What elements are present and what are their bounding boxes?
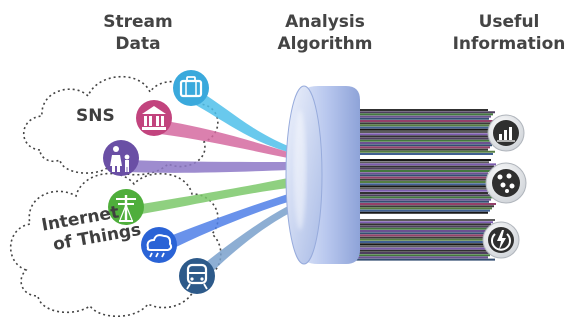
utility-pole-icon: [108, 189, 144, 225]
analysis-algorithm-heading: Analysis Algorithm: [265, 11, 385, 55]
iot-cloud: [9, 172, 222, 317]
bank-icon: [136, 100, 172, 136]
analysis-algorithm-heading-line2: Algorithm: [277, 34, 373, 54]
analysis-lens: [285, 85, 360, 265]
family-icon: [103, 140, 139, 176]
sns-cloud: [23, 75, 219, 176]
train-icon: [179, 258, 215, 294]
scatter-icon: [485, 162, 527, 204]
stream-data-heading: Stream Data: [88, 11, 188, 55]
input-streams: [126, 90, 288, 278]
useful-information-heading: Useful Information: [452, 11, 566, 55]
stream-data-heading-line1: Stream: [103, 12, 173, 32]
output-streams: [356, 109, 496, 261]
analysis-algorithm-heading-line1: Analysis: [285, 12, 365, 32]
useful-information-heading-line1: Useful: [478, 12, 540, 32]
bar-chart-icon: [487, 114, 525, 152]
stream-data-heading-line2: Data: [115, 34, 161, 54]
useful-information-heading-line2: Information: [452, 34, 566, 54]
weather-icon: [141, 227, 177, 263]
sns-label: SNS: [76, 106, 115, 126]
power-icon: [482, 221, 520, 259]
suitcase-icon: [173, 70, 209, 106]
